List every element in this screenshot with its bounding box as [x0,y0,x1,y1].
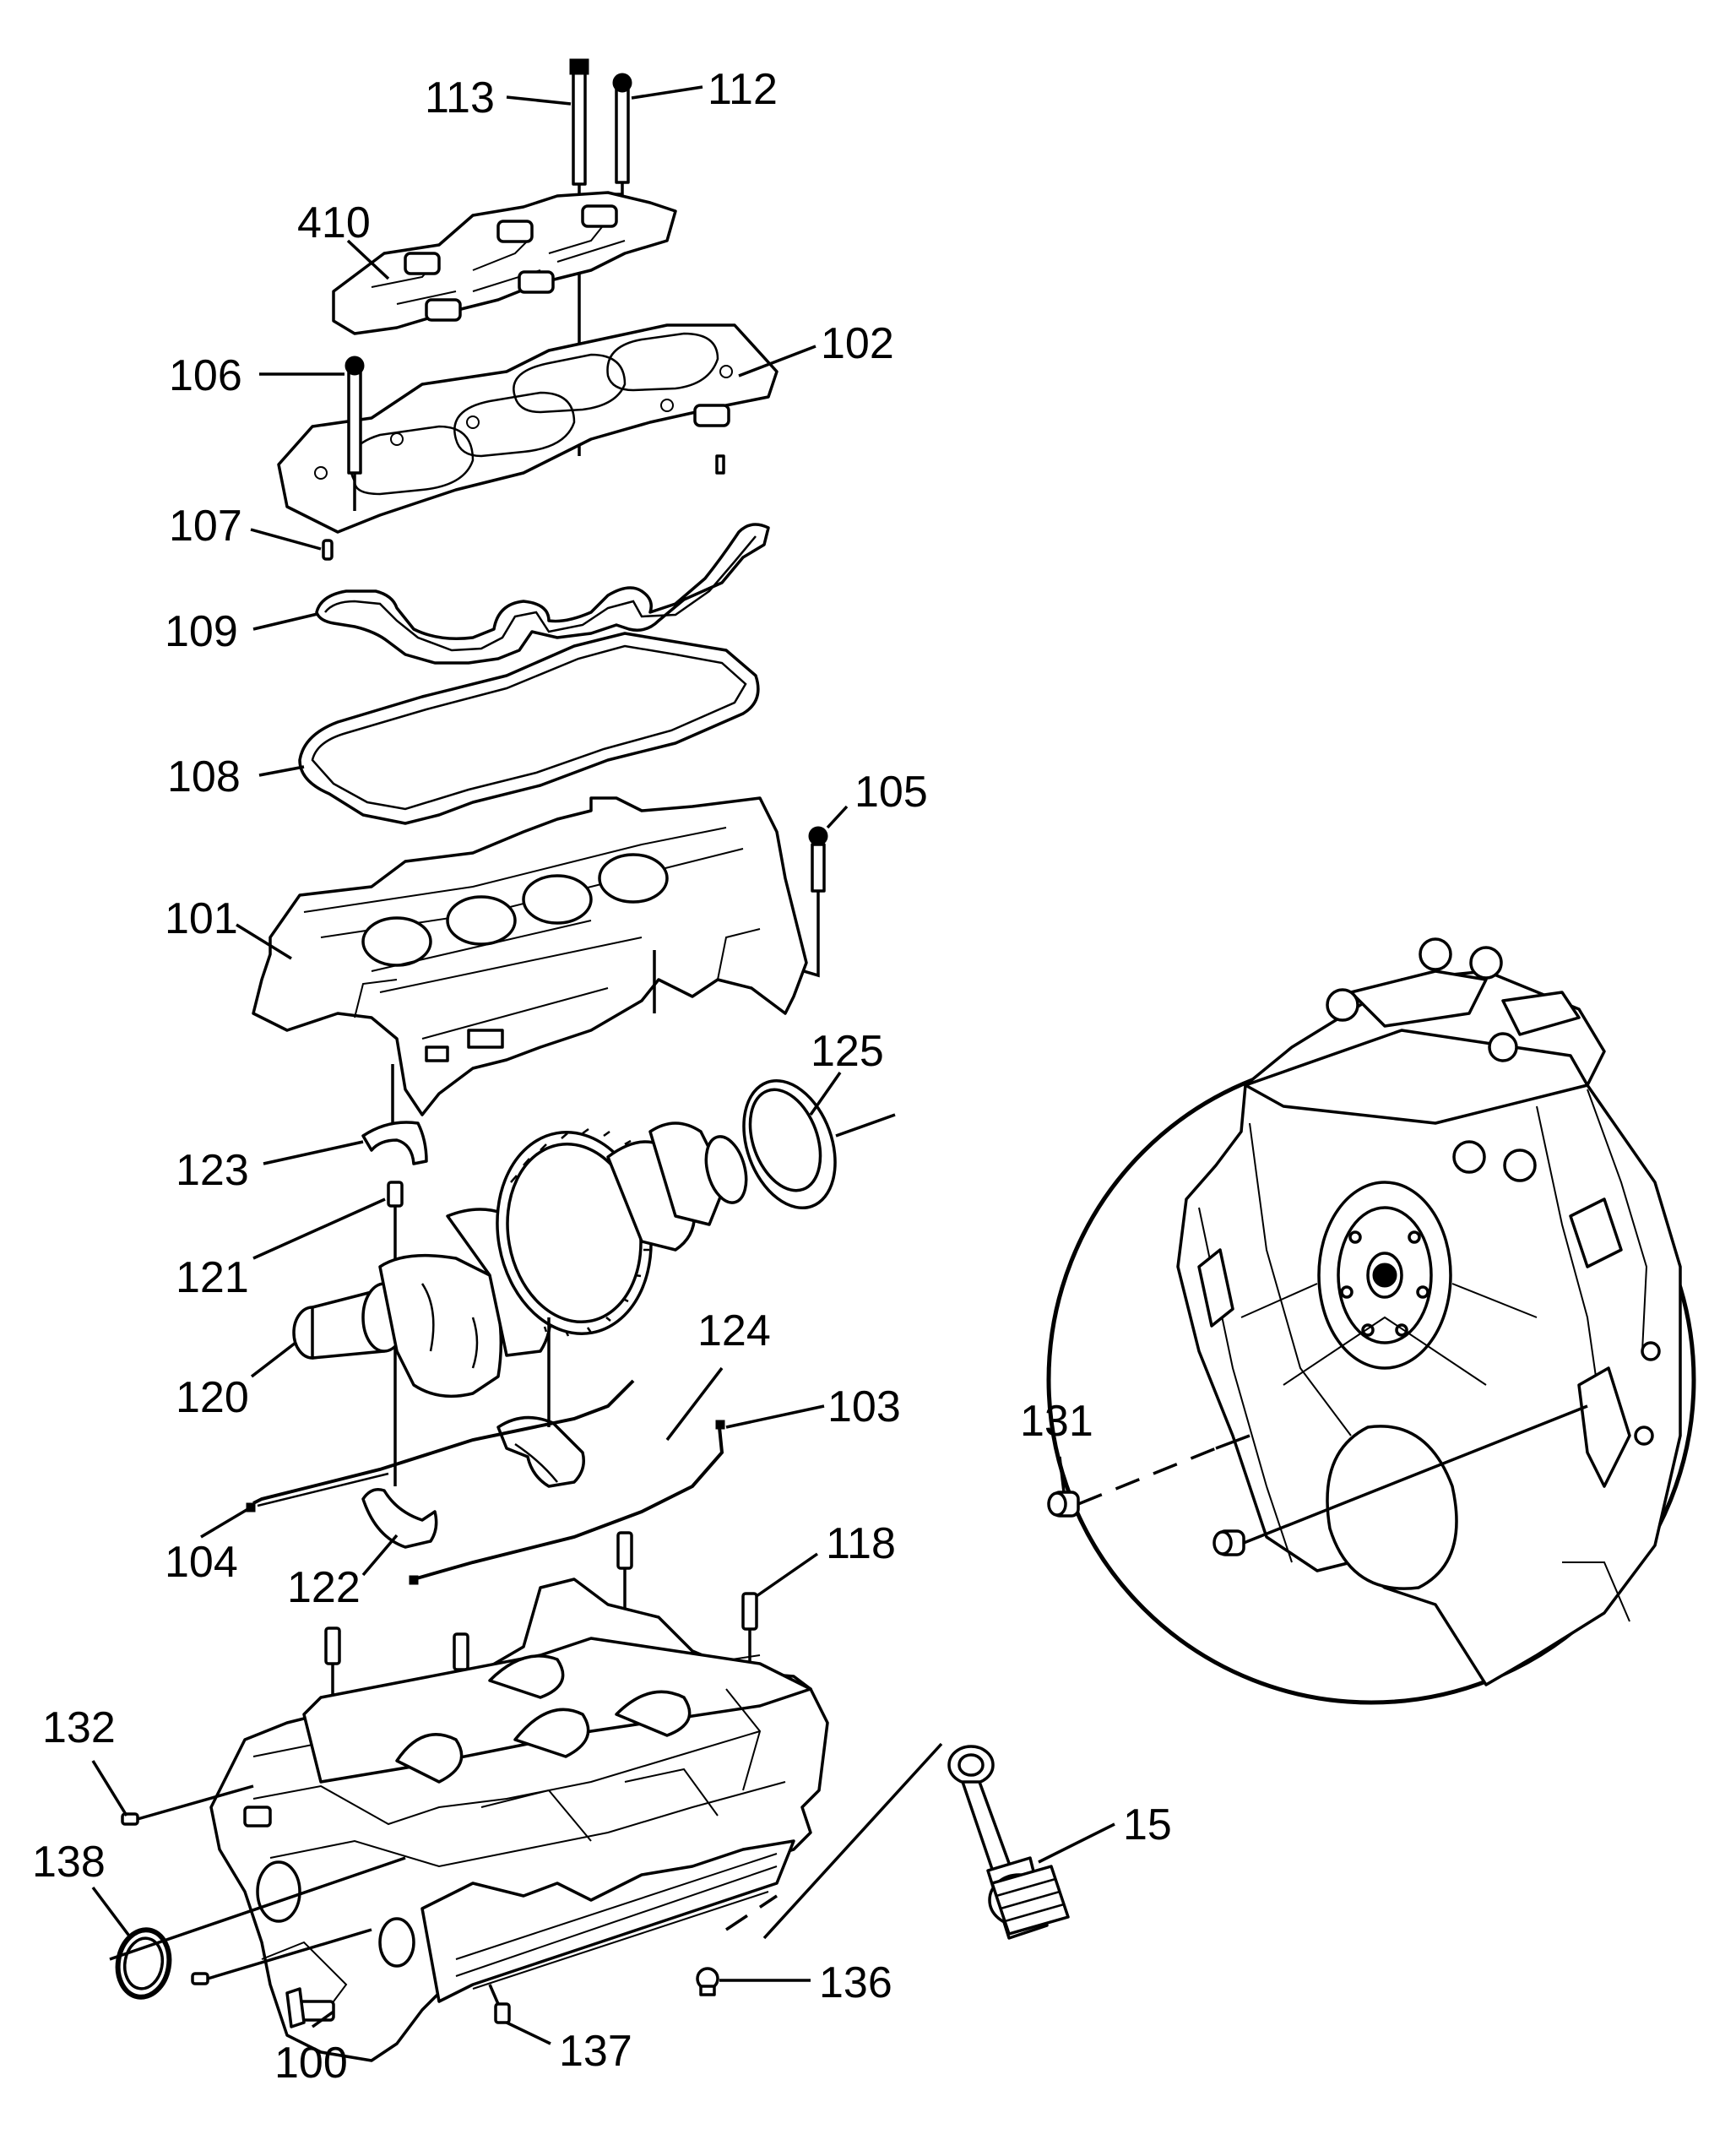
bearing-half-122 [361,1488,438,1549]
seal-strip-103 [409,1420,725,1585]
callout-labels: 113 112 410 102 106 107 109 108 105 101 … [32,65,1172,2088]
callout-124: 124 [697,1306,771,1355]
callout-leaders [91,85,1115,2045]
callout-118: 118 [826,1519,896,1568]
seal-125 [717,1078,896,1210]
callout-121: 121 [176,1253,249,1302]
bearing-half-124 [496,1317,585,1488]
callout-109: 109 [165,607,238,656]
callout-105: 105 [854,768,928,817]
part-410-reinforcement-plate [332,191,677,335]
detail-inset-rear-block [1046,937,1696,1705]
lower-plug [191,1928,372,1985]
dowel-107 [322,539,334,561]
callout-123: 123 [176,1146,249,1195]
callout-138: 138 [32,1838,106,1887]
callout-104: 104 [165,1538,238,1587]
part-100-engine-block [209,1578,829,2062]
callout-131: 131 [1020,1397,1093,1446]
callout-410: 410 [297,198,371,247]
callout-132: 132 [42,1703,116,1752]
callout-102: 102 [821,319,894,368]
callout-107: 107 [169,502,242,551]
callout-101: 101 [165,894,238,943]
callout-106: 106 [169,351,242,400]
callout-100: 100 [274,2039,348,2088]
callout-125: 125 [811,1027,884,1076]
gasket-109 [315,523,770,665]
bolt-106 [344,356,365,511]
callout-113: 113 [425,73,495,122]
plug-132 [121,1784,254,1826]
crankshaft-120 [292,1121,748,1398]
callout-103: 103 [827,1382,901,1431]
bolt-112 [588,73,632,211]
callout-136: 136 [819,1958,892,2007]
callout-108: 108 [167,752,241,801]
dowel-137 [488,1984,511,2024]
bearing-half-123 [361,1121,428,1165]
part-102-oil-deflector-plate [277,323,778,534]
seal-ring-138 [109,1856,406,2000]
callout-112: 112 [708,65,778,114]
part-101-crankshaft-bearing-cap-bedplate [252,796,808,1132]
callout-137: 137 [559,2027,632,2076]
gasket-108 [298,632,760,825]
callout-15: 15 [1123,1800,1172,1849]
piston-and-rod-15 [725,1742,1070,1940]
callout-122: 122 [287,1563,361,1612]
callout-120: 120 [176,1373,249,1422]
plug-136 [696,1967,719,1996]
